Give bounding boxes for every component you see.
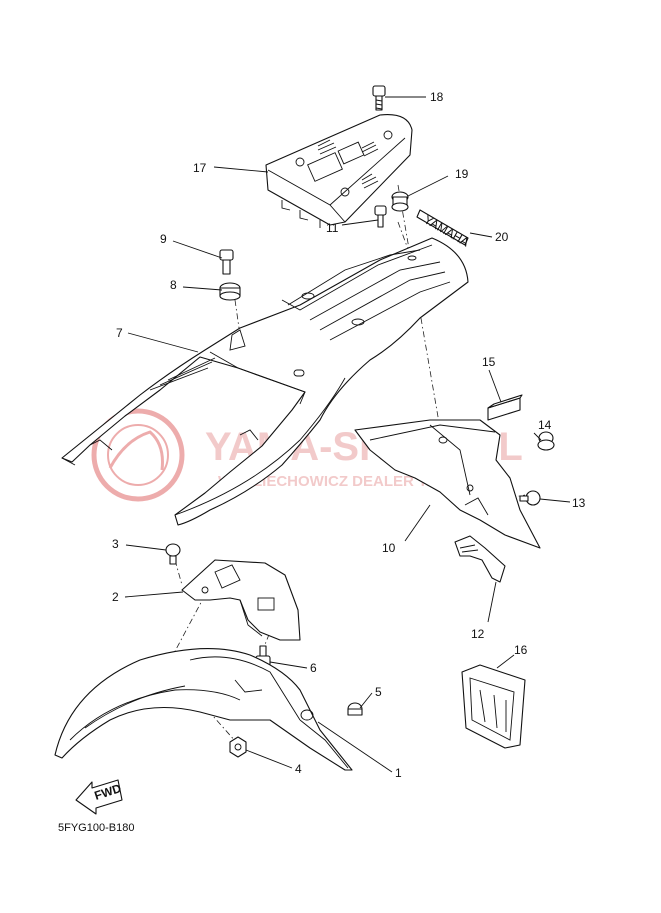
leader-lines [124,96,571,773]
rear-flap[interactable] [354,419,541,549]
callout-16[interactable]: 16 [514,643,528,657]
bracket-12[interactable] [454,535,506,583]
grommet-19[interactable] [391,191,409,212]
fwd-arrow-icon: FWD [75,779,123,815]
grommet-8[interactable] [219,282,241,301]
nut-5[interactable] [347,702,363,716]
front-fender-bracket[interactable] [181,559,301,641]
callout-19[interactable]: 19 [455,167,469,181]
callout-15[interactable]: 15 [482,355,496,369]
callout-11[interactable]: 11 [326,221,339,235]
callout-17[interactable]: 17 [193,161,207,175]
pad-15[interactable] [487,394,523,421]
callout-1[interactable]: 1 [395,766,402,780]
diagram-code: 5FYG100-B180 [58,822,134,834]
callout-20[interactable]: 20 [495,230,509,244]
bolt-13[interactable] [519,490,541,506]
callout-7[interactable]: 7 [116,326,123,340]
watermark-logo-icon [91,408,185,502]
bolt-3[interactable] [165,543,181,565]
callout-labels: 1 2 3 4 5 6 7 8 9 10 11 12 13 14 15 16 1… [112,90,586,780]
callout-10[interactable]: 10 [382,541,396,555]
callout-4[interactable]: 4 [295,762,302,776]
callout-14[interactable]: 14 [538,418,552,432]
callout-2[interactable]: 2 [112,590,119,604]
callout-13[interactable]: 13 [572,496,586,510]
rear-fender[interactable] [61,237,469,526]
callout-9[interactable]: 9 [160,232,167,246]
reflector-16[interactable] [461,664,526,749]
callout-6[interactable]: 6 [310,661,317,675]
callout-5[interactable]: 5 [375,685,382,699]
bolt-11[interactable] [374,205,387,228]
nut-4[interactable] [229,736,247,758]
callout-18[interactable]: 18 [430,90,444,104]
front-fender[interactable] [54,648,353,771]
callout-3[interactable]: 3 [112,537,119,551]
bolt-9[interactable] [219,249,234,275]
callout-12[interactable]: 12 [471,627,485,641]
carrier[interactable] [265,114,413,228]
nut-14[interactable] [537,431,555,451]
callout-8[interactable]: 8 [170,278,177,292]
bolt-18[interactable] [372,85,386,111]
